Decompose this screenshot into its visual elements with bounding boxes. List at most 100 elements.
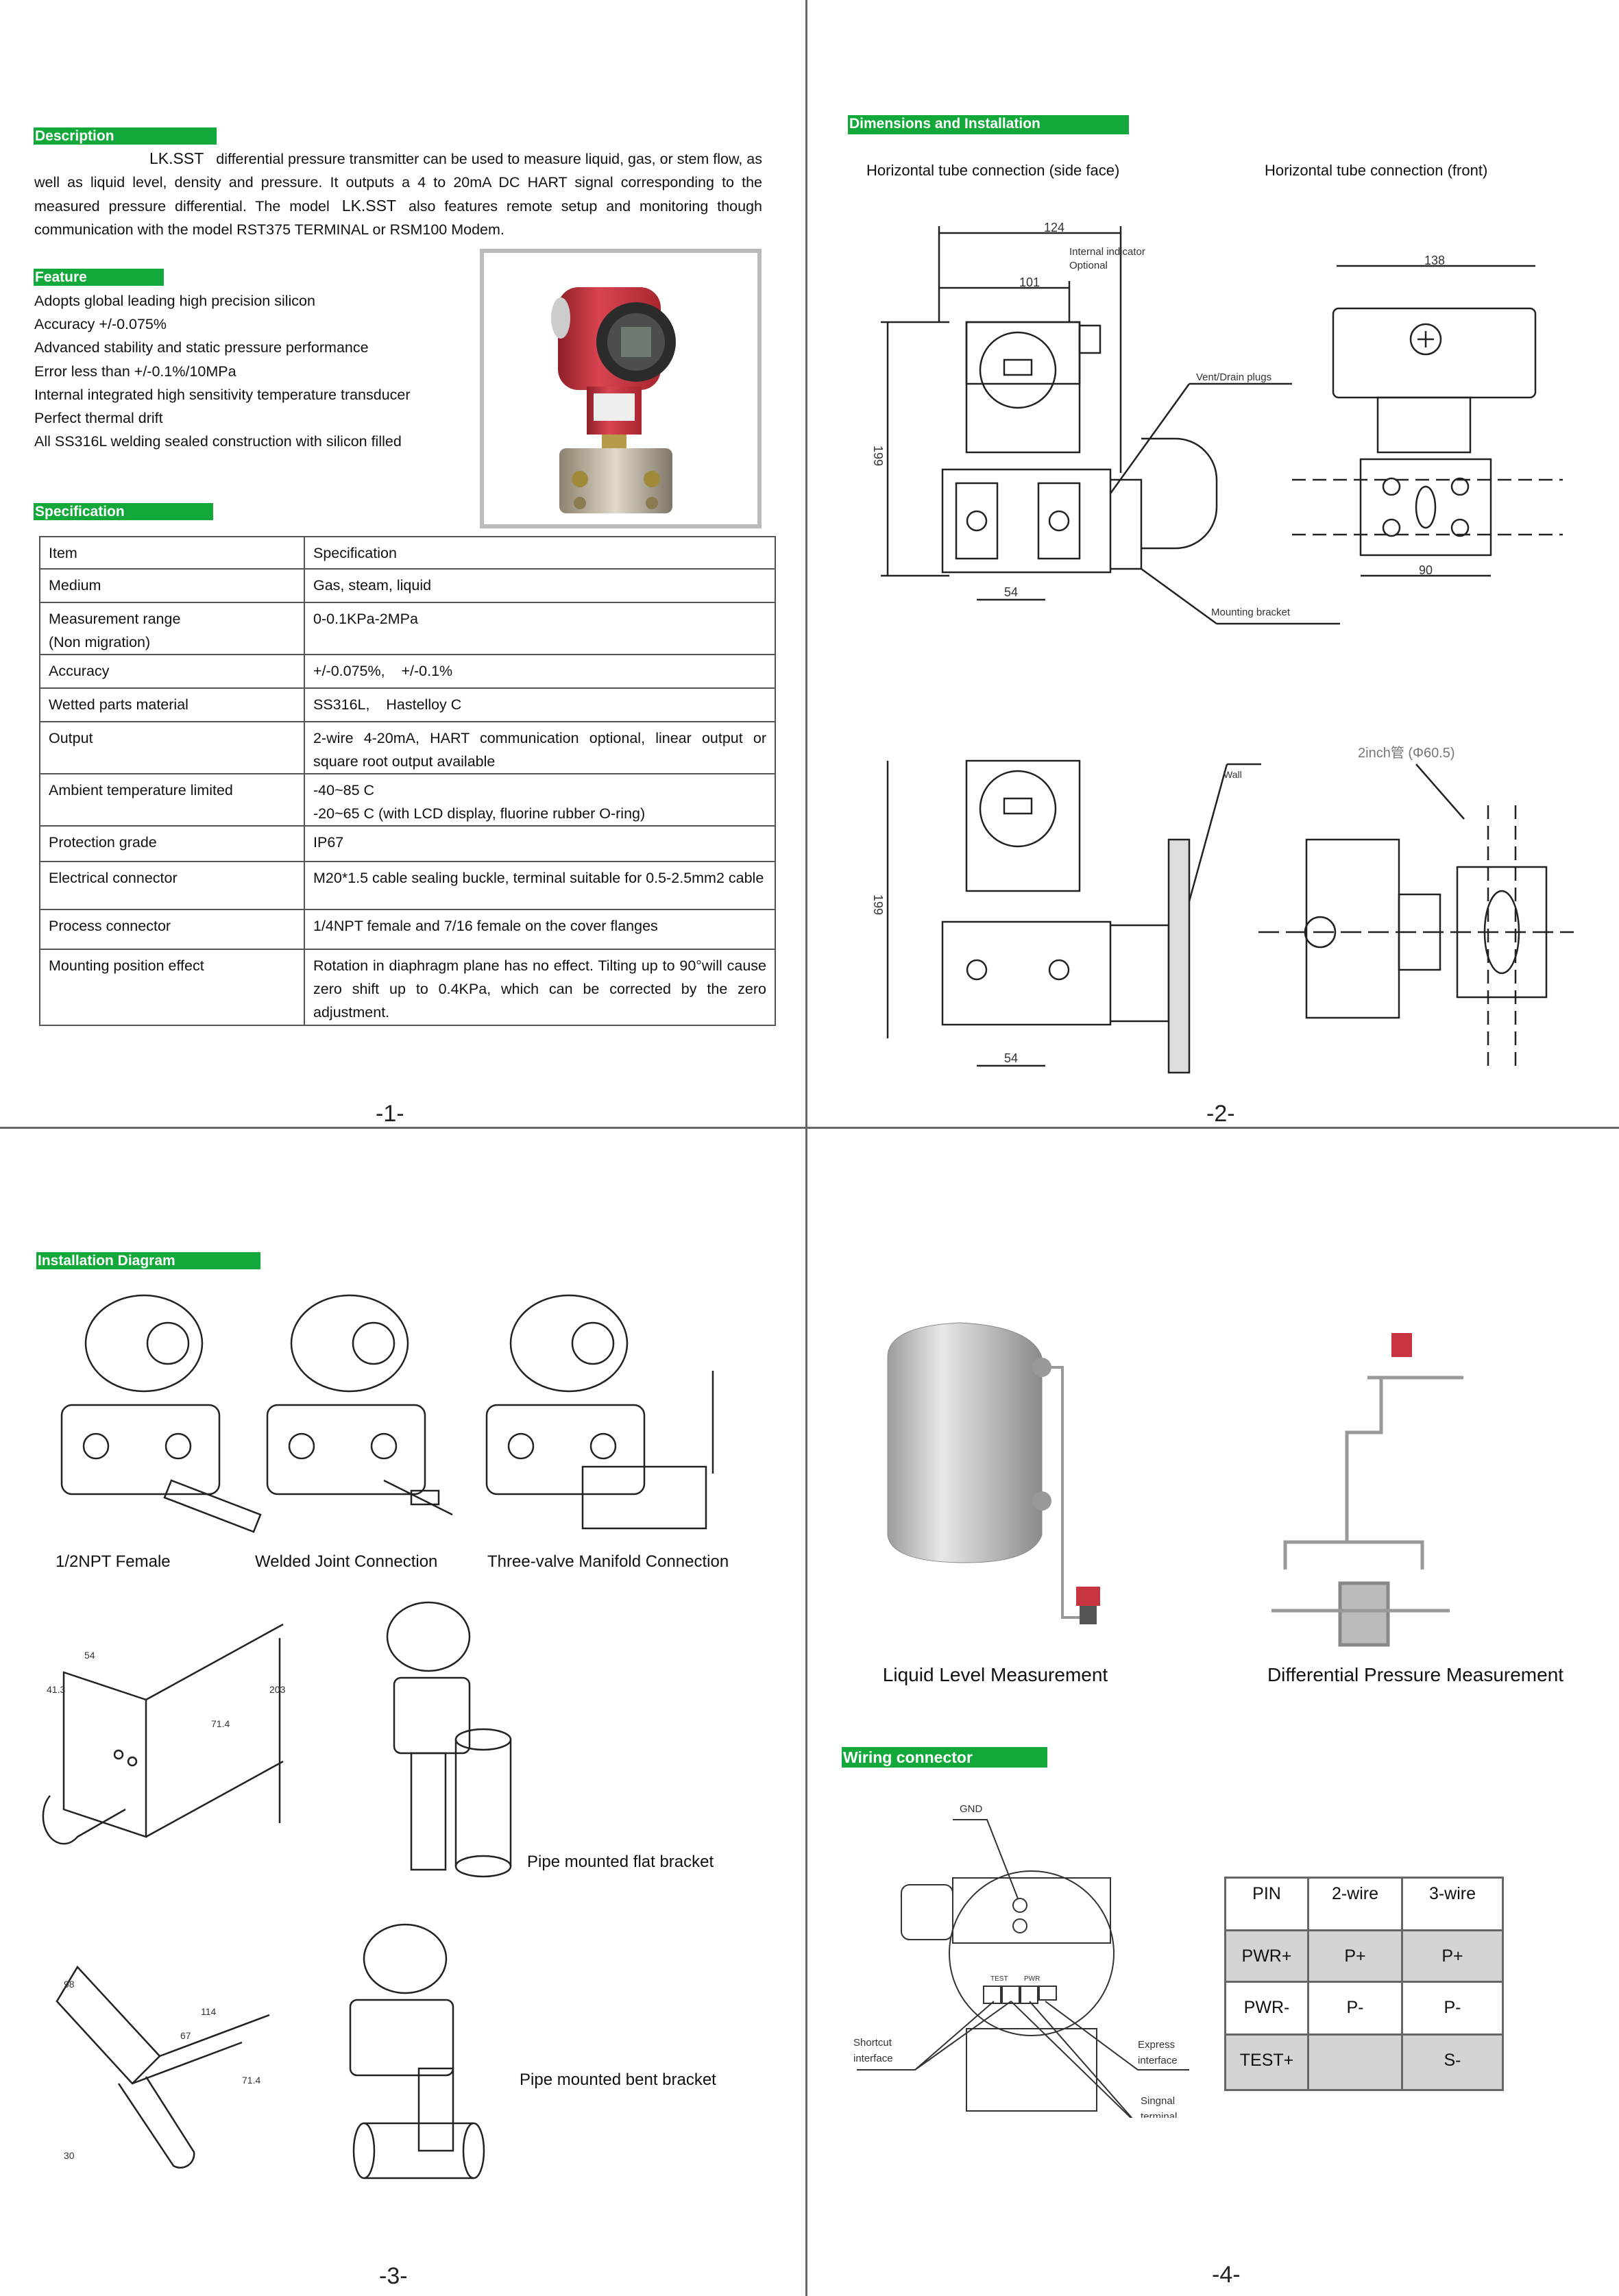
cell: P-: [1401, 1981, 1504, 2036]
page-divider-horizontal: [0, 1127, 1619, 1129]
test-label: TEST: [990, 1975, 1008, 1983]
cell: Gas, steam, liquid: [304, 568, 776, 603]
caption-three-valve: Three-valve Manifold Connection: [487, 1552, 729, 1571]
cell: 2-wire: [1307, 1877, 1403, 1931]
bent-bracket-drawing: 98 114 67 71.4 30: [56, 1965, 270, 2169]
wall-label: Wall: [1224, 769, 1242, 780]
pipe-flat-mount-drawing: [386, 1601, 512, 1878]
cell: Wetted parts material: [39, 687, 305, 722]
cell: [1307, 2034, 1403, 2091]
dim-label: 124: [1044, 221, 1064, 234]
cell: Ambient temperature limited: [39, 773, 305, 827]
caption-liquid-level: Liquid Level Measurement: [882, 1664, 1108, 1685]
cell: 3-wire: [1401, 1877, 1504, 1931]
model-name: LK.SST: [149, 149, 204, 167]
gnd-label: GND: [960, 1803, 983, 1815]
table-row: PWR+P+P+: [1224, 1929, 1504, 1983]
cell: 0-0.1KPa-2MPa: [304, 602, 776, 655]
cell: Accuracy: [39, 654, 305, 689]
wiring-header: Wiring connector: [842, 1747, 1047, 1768]
caption-dp-measurement: Differential Pressure Measurement: [1267, 1664, 1564, 1685]
front-subtitle: Horizontal tube connection (front): [1265, 162, 1488, 179]
dimensions-header: Dimensions and Installation: [848, 115, 1129, 134]
signal-label: Singnal: [1141, 2095, 1175, 2107]
dim-label: 54: [84, 1650, 95, 1661]
feature-item: Internal integrated high sensitivity tem…: [34, 386, 411, 403]
indicator-label: Optional: [1069, 260, 1108, 271]
dim-label: 71.4: [242, 2075, 260, 2086]
three-valve-manifold-drawing: [485, 1294, 714, 1530]
signal-label: terminal: [1141, 2111, 1177, 2118]
cell: Output: [39, 721, 305, 774]
cell: -40~85 C -20~65 C (with LCD display, flu…: [304, 773, 776, 827]
horizontal-pipe-drawing: 2inch管 (Φ60.5): [1258, 745, 1574, 1066]
table-row: PWR-P-P-: [1224, 1981, 1504, 2036]
feature-item: Accuracy +/-0.075%: [34, 316, 167, 333]
dim-label: 199: [871, 445, 885, 466]
cell: SS316L, Hastelloy C: [304, 687, 776, 722]
cell: Protection grade: [39, 825, 305, 862]
description-header: Description: [34, 127, 217, 145]
vent-label: Vent/Drain plugs: [1196, 371, 1271, 383]
page-divider-vertical: [805, 0, 807, 2296]
header-specification: Specification: [304, 536, 776, 570]
dim-label: 114: [201, 2006, 217, 2017]
page-number: -3-: [379, 2263, 408, 2289]
page-number: -2-: [1206, 1101, 1235, 1127]
pipe-label: 2inch管 (Φ60.5): [1358, 745, 1455, 761]
shortcut-label: Shortcut: [853, 2037, 892, 2049]
cell: PWR-: [1224, 1981, 1309, 2036]
specification-header: Specification: [34, 503, 213, 520]
installation-header: Installation Diagram: [36, 1252, 260, 1269]
express-label: Express: [1138, 2039, 1175, 2051]
dim-label: 90: [1419, 563, 1433, 577]
installation-drawings: [60, 1294, 714, 1533]
caption-flat-bracket: Pipe mounted flat bracket: [527, 1853, 714, 1871]
table-row: Measurement range (Non migration)0-0.1KP…: [39, 602, 776, 655]
dim-label: 41.3: [47, 1684, 65, 1695]
dim-label: 203: [269, 1684, 286, 1695]
cell: Medium: [39, 568, 305, 603]
feature-item: Advanced stability and static pressure p…: [34, 339, 369, 356]
header-item: Item: [39, 536, 305, 570]
dp-measurement-image: [1271, 1333, 1463, 1647]
indicator-label: Internal indicator: [1069, 246, 1145, 258]
cell: S-: [1401, 2034, 1504, 2091]
caption-npt-female: 1/2NPT Female: [56, 1552, 171, 1571]
description-part2: also features remote setup and monitorin…: [34, 198, 762, 238]
dim-label: 98: [64, 1979, 75, 1990]
cell: TEST+: [1224, 2034, 1309, 2091]
cell: IP67: [304, 825, 776, 862]
cell: Measurement range (Non migration): [39, 602, 305, 655]
dim-label: 67: [180, 2030, 191, 2041]
caption-bent-bracket: Pipe mounted bent bracket: [520, 2071, 716, 2089]
cell: Electrical connector: [39, 861, 305, 910]
feature-item: All SS316L welding sealed construction w…: [34, 433, 402, 450]
dim-label: 138: [1424, 254, 1445, 267]
dim-label: 199: [871, 894, 885, 915]
cell: Process connector: [39, 909, 305, 950]
feature-item: Error less than +/-0.1%/10MPa: [34, 363, 236, 380]
side-face-drawing: 124 101 Internal indicator Optional 199 …: [871, 221, 1340, 625]
product-photo: [480, 249, 762, 528]
front-drawing: 138 90: [1292, 254, 1563, 577]
express-label: interface: [1138, 2055, 1178, 2066]
side-face-subtitle: Horizontal tube connection (side face): [866, 162, 1120, 179]
cell: Mounting position effect: [39, 949, 305, 1026]
model-name: LK.SST: [341, 197, 397, 215]
feature-list: Adopts global leading high precision sil…: [34, 289, 411, 453]
cell: 1/4NPT female and 7/16 female on the cov…: [304, 909, 776, 950]
cell: M20*1.5 cable sealing buckle, terminal s…: [304, 861, 776, 910]
dim-label: 54: [1004, 585, 1018, 599]
feature-item: Adopts global leading high precision sil…: [34, 293, 315, 309]
